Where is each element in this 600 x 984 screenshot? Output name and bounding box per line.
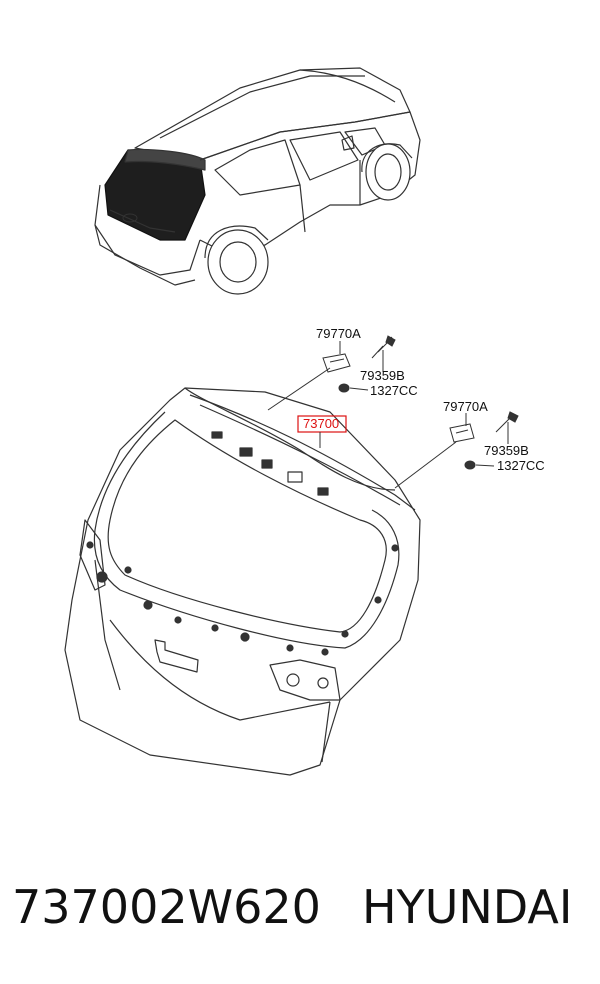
nut-icon [338, 383, 350, 393]
callout-bolt-left: 79359B [360, 368, 405, 383]
nut-icon [464, 460, 476, 470]
part-number: 737002W620 [12, 880, 321, 934]
hinge-bracket-icon [322, 353, 351, 373]
tailgate-panel [64, 387, 421, 776]
callout-nut-left: 1327CC [370, 383, 418, 398]
hinge-bracket-icon [449, 423, 475, 443]
callout-nut-right: 1327CC [497, 458, 545, 473]
tailgate-callout-box [297, 415, 347, 433]
callout-hinge-right: 79770A [443, 399, 488, 414]
brand-name: HYUNDAI [362, 880, 573, 934]
callout-hinge-left: 79770A [316, 326, 361, 341]
callout-bolt-right: 79359B [484, 443, 529, 458]
callout-tailgate: 73700 [303, 416, 339, 431]
right-hinge-hardware [394, 411, 519, 489]
left-hinge-hardware [267, 335, 396, 411]
car-illustration [94, 67, 421, 295]
